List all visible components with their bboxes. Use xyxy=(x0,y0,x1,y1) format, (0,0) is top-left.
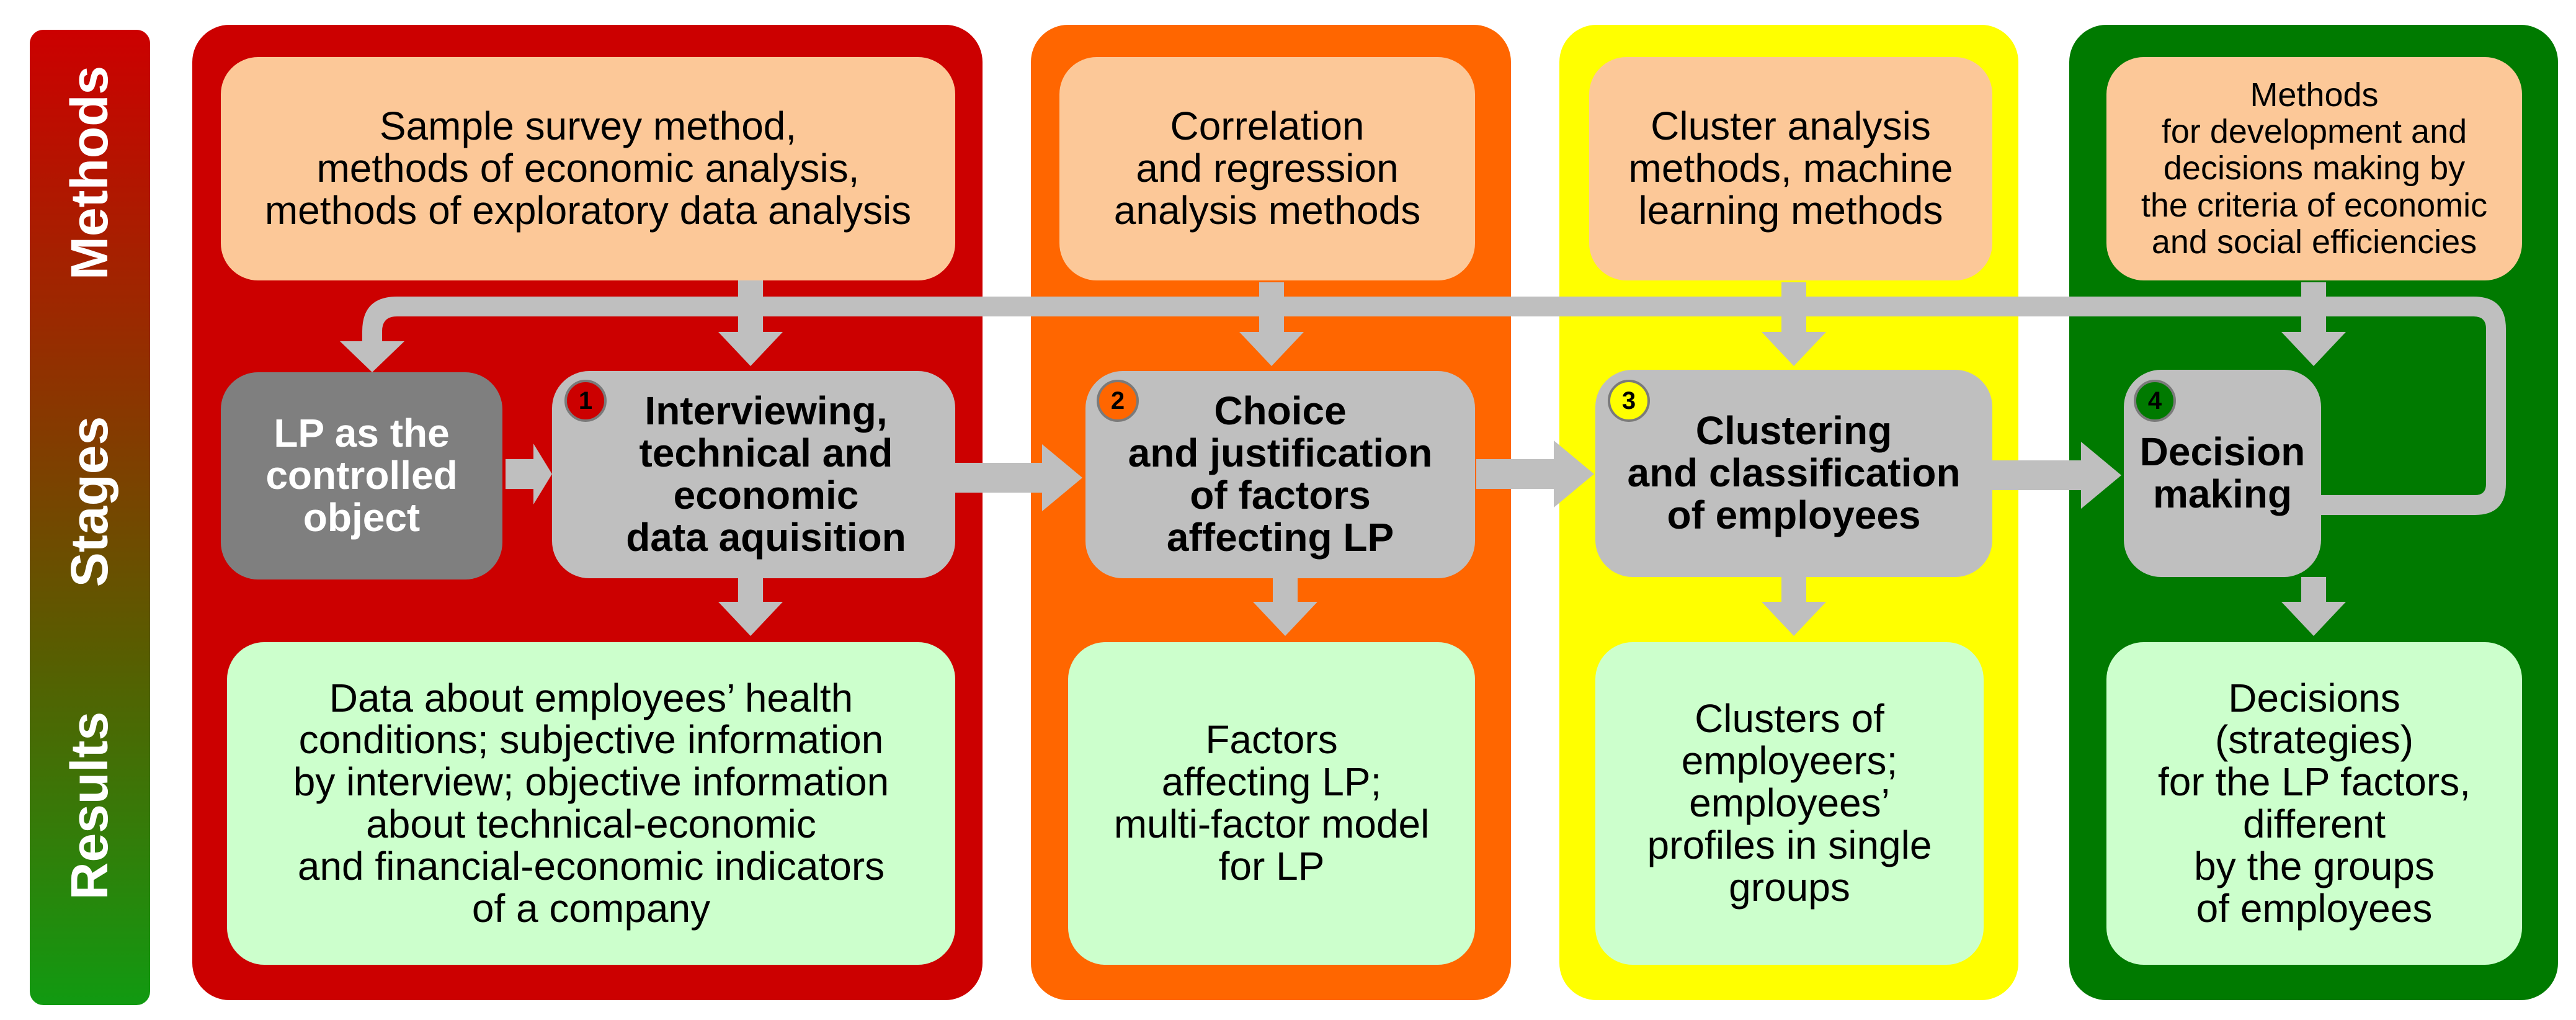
stage-box-1: Interviewing, technical and economic dat… xyxy=(552,371,955,578)
stage-1-to-2-arrow xyxy=(955,444,1082,511)
method-box-2: Correlation and regression analysis meth… xyxy=(1059,57,1475,280)
result-box-3: Clusters of employeers; employees’ profi… xyxy=(1595,642,1984,965)
object-to-stage-1-arrow xyxy=(506,444,552,504)
stage-2-down-arrow xyxy=(1253,577,1317,636)
controlled-object-box: LP as the controlled object xyxy=(221,372,502,579)
stage-number-badge-1: 1 xyxy=(564,380,607,422)
stage-2-to-3-arrow xyxy=(1476,441,1594,508)
method-3-down-arrow xyxy=(1762,282,1826,366)
method-box-1: Sample survey method, methods of economi… xyxy=(221,57,955,280)
stage-box-2: Choice and justification of factors affe… xyxy=(1085,371,1475,578)
result-box-1: Data about employees’ health conditions;… xyxy=(227,642,955,965)
method-2-down-arrow xyxy=(1239,282,1304,366)
method-box-3: Cluster analysis methods, machine learni… xyxy=(1589,57,1992,280)
stage-1-down-arrow xyxy=(718,577,783,636)
stage-number-badge-4: 4 xyxy=(2134,380,2176,422)
stage-box-3: Clustering and classification of employe… xyxy=(1595,370,1992,577)
row-label-sidebar: Methods Stages Results xyxy=(30,30,150,1005)
stage-number-badge-2: 2 xyxy=(1097,380,1139,422)
stage-3-to-4-arrow xyxy=(1991,442,2121,509)
method-1-down-arrow xyxy=(718,280,783,366)
method-box-4: Methods for development and decisions ma… xyxy=(2106,57,2522,280)
method-4-down-arrow xyxy=(2281,282,2346,366)
stage-4-down-arrow xyxy=(2281,577,2346,636)
stage-3-down-arrow xyxy=(1762,577,1826,636)
result-box-2: Factors affecting LP; multi-factor model… xyxy=(1068,642,1475,965)
result-box-4: Decisions (strategies) for the LP factor… xyxy=(2106,642,2522,965)
stage-number-badge-3: 3 xyxy=(1608,380,1650,422)
